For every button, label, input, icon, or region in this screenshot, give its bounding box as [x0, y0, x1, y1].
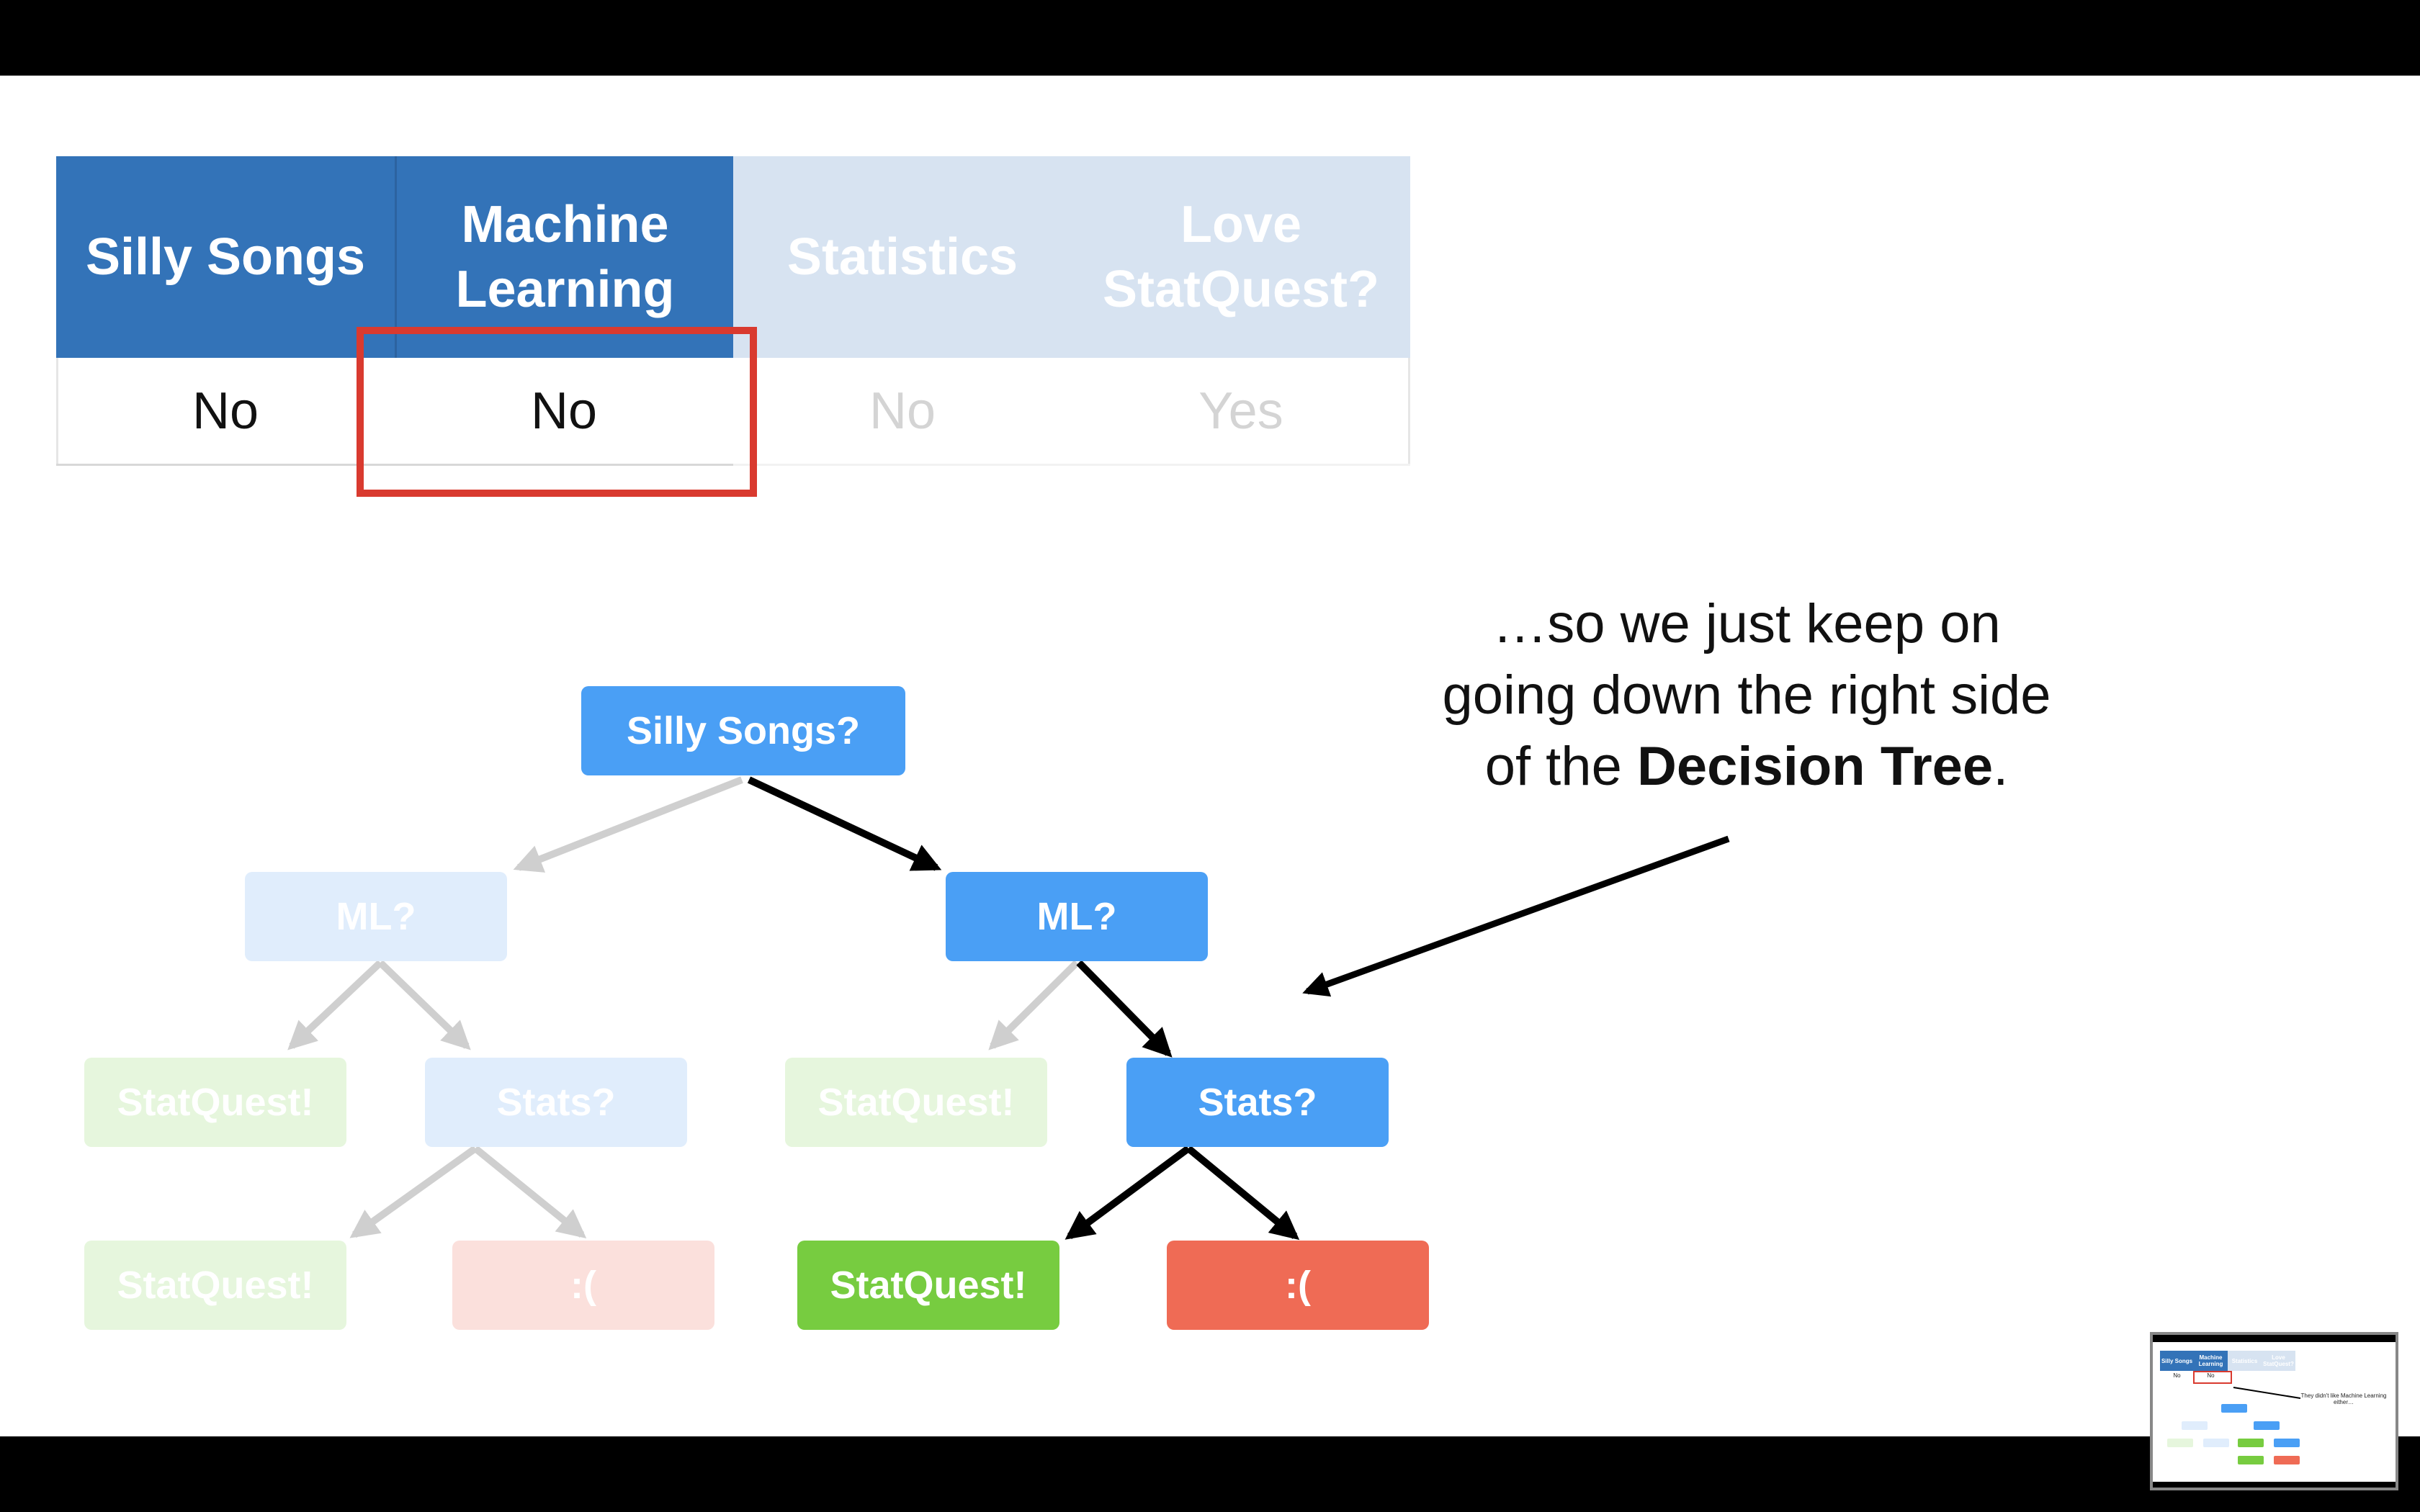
tree-edges	[287, 776, 1730, 1241]
node-ll-leaf: StatQuest!	[84, 1241, 346, 1330]
node-left-ml: ML?	[245, 872, 507, 961]
edge-lstats-left	[349, 1145, 478, 1238]
header-love-statquest: Love StatQuest?	[1072, 156, 1410, 358]
thumb-node	[2274, 1456, 2300, 1464]
slide: Silly Songs Machine Learning Statistics …	[0, 76, 2420, 1436]
header-statistics: Statistics	[733, 156, 1072, 358]
cell-silly-songs: No	[56, 358, 395, 466]
caption-line-1: …so we just keep on	[1492, 593, 2001, 654]
thumb-node	[2274, 1439, 2300, 1447]
node-ll-sad: :(	[452, 1241, 714, 1330]
edge-root-right	[747, 776, 942, 871]
edge-root-left	[513, 776, 743, 873]
thumb-node	[2254, 1421, 2280, 1430]
caption-line-3: of the Decision Tree.	[1484, 736, 2009, 797]
caption-line-2: going down the right side	[1442, 665, 2051, 726]
edge-lstats-right	[472, 1146, 587, 1239]
cell-love-statquest: Yes	[1072, 358, 1410, 466]
node-root: Silly Songs?	[581, 686, 905, 775]
node-right-ml: ML?	[946, 872, 1208, 961]
edge-rstats-left	[1065, 1145, 1191, 1240]
node-right-stats: Stats?	[1126, 1058, 1389, 1147]
thumb-header-1: Silly Songs	[2160, 1351, 2194, 1371]
caption-arrow	[1302, 835, 1730, 997]
thumb-node	[2221, 1404, 2247, 1413]
node-left-leaf: StatQuest!	[84, 1058, 346, 1147]
thumb-header-4: Love StatQuest?	[2262, 1351, 2295, 1371]
thumb-cell-2: No	[2207, 1372, 2215, 1379]
thumb-header-3: Statistics	[2228, 1351, 2262, 1371]
thumb-edges	[2233, 1387, 2301, 1399]
thumb-header-2: Machine Learning	[2194, 1351, 2228, 1371]
edge-rml-right	[1076, 960, 1173, 1058]
header-silly-songs: Silly Songs	[56, 156, 395, 358]
caption-bold: Decision Tree	[1636, 736, 1994, 797]
edge-rml-left	[988, 960, 1080, 1050]
thumb-node	[2238, 1456, 2264, 1464]
cell-machine-learning: No	[395, 358, 733, 466]
thumb-node	[2238, 1439, 2264, 1447]
thumb-caption: They didn't like Machine Learning either…	[2300, 1392, 2387, 1405]
highlight-box	[357, 327, 757, 497]
thumb-node	[2203, 1439, 2229, 1447]
edge-rstats-right	[1186, 1146, 1300, 1241]
cell-statistics: No	[733, 358, 1072, 466]
node-mid-leaf: StatQuest!	[785, 1058, 1047, 1147]
edge-lml-right	[377, 960, 471, 1050]
node-rr-sad: :(	[1167, 1241, 1429, 1330]
header-machine-learning: Machine Learning	[395, 156, 733, 358]
video-thumbnail[interactable]: Silly Songs Machine Learning Statistics …	[2150, 1332, 2398, 1490]
thumb-cell-1: No	[2173, 1372, 2181, 1379]
thumb-node	[2182, 1421, 2208, 1430]
caption: …so we just keep on going down the right…	[1383, 588, 2110, 802]
node-left-stats: Stats?	[425, 1058, 687, 1147]
thumb-highlight	[2193, 1371, 2232, 1384]
thumb-node	[2167, 1439, 2193, 1447]
edge-lml-left	[287, 960, 383, 1050]
node-rr-leaf: StatQuest!	[797, 1241, 1059, 1330]
